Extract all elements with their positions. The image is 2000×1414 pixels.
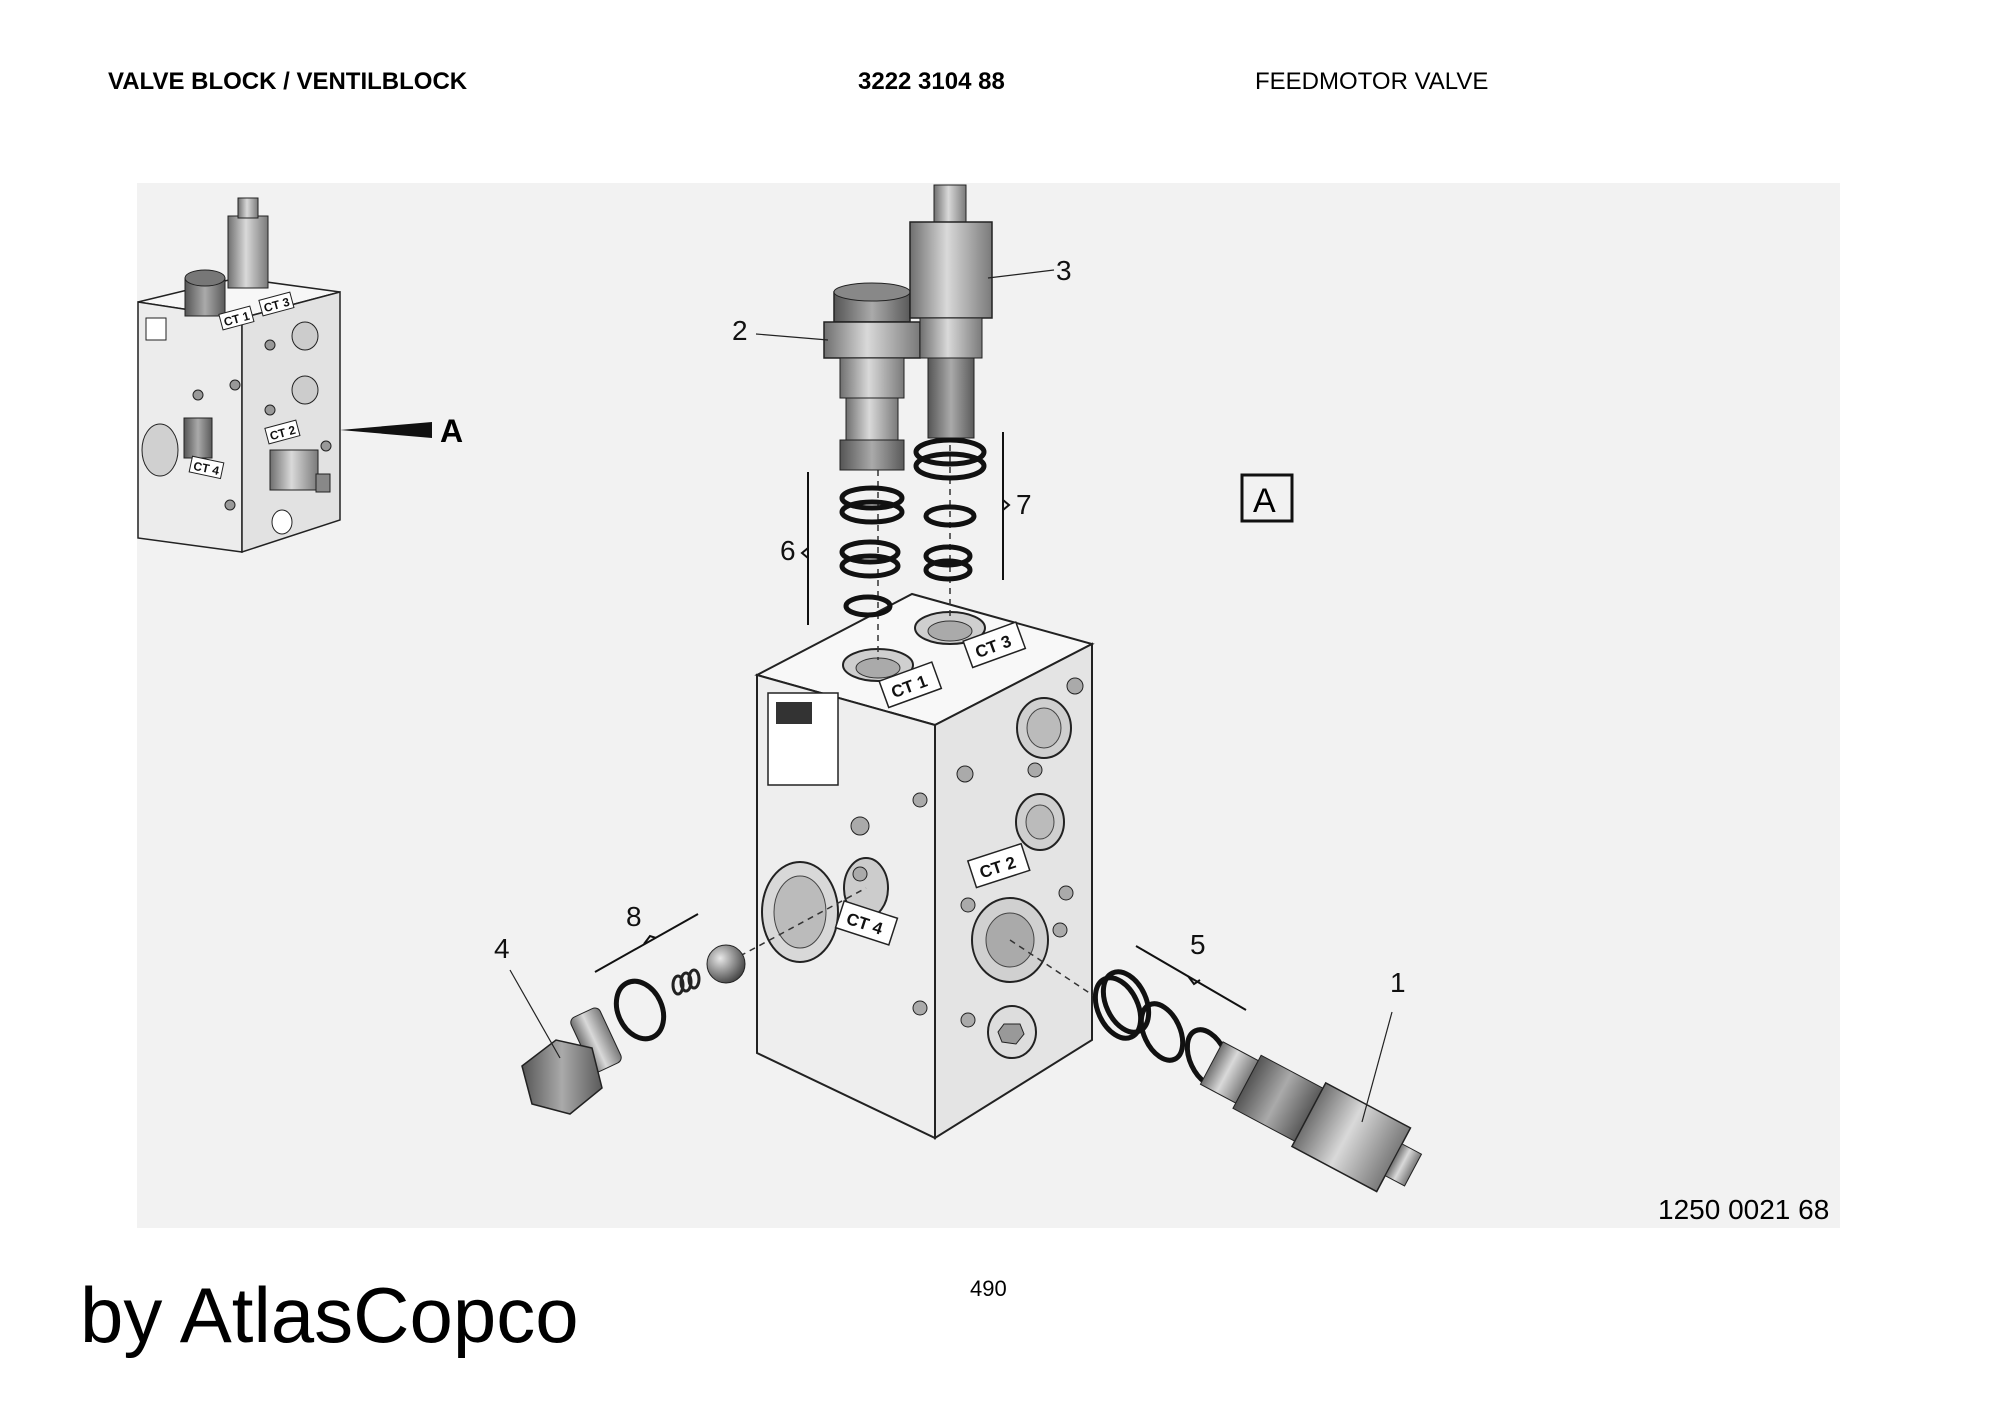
callout-8: 8 bbox=[626, 901, 642, 932]
page-number: 490 bbox=[970, 1276, 1007, 1301]
callout-6: 6 bbox=[780, 535, 796, 566]
drawing-number: 1250 0021 68 bbox=[1658, 1194, 1830, 1225]
inset-label-ct1: CT 1 bbox=[222, 309, 251, 329]
part-4-plug bbox=[521, 1007, 622, 1115]
part-2-cartridge bbox=[823, 282, 921, 471]
part-description: FEEDMOTOR VALVE bbox=[1255, 68, 1489, 95]
view-marker-label: A bbox=[1253, 482, 1276, 520]
main-valve-block: CT 1 CT 3 CT 2 CT 4 bbox=[754, 592, 1095, 1140]
part-6-seal-kit bbox=[839, 485, 905, 618]
callout-5: 5 bbox=[1190, 929, 1206, 960]
inset-valve-block: CT 1 CT 3 CT 2 CT 4 bbox=[137, 197, 341, 554]
callout-7: 7 bbox=[1016, 489, 1032, 520]
part-number: 3222 3104 88 bbox=[858, 68, 1005, 95]
view-arrow-icon bbox=[340, 422, 432, 438]
inset-view-label: A bbox=[440, 413, 463, 449]
view-marker-box bbox=[1240, 473, 1294, 523]
part-7-seal-kit bbox=[913, 437, 987, 582]
brand-caption: by AtlasCopco bbox=[80, 1271, 579, 1359]
inset-label-ct2: CT 2 bbox=[268, 423, 297, 443]
inset-label-ct4: CT 4 bbox=[192, 459, 221, 478]
callout-1: 1 bbox=[1390, 967, 1406, 998]
callout-2: 2 bbox=[732, 315, 748, 346]
part-8-check-kit bbox=[613, 944, 746, 1042]
part-1-cartridge bbox=[1199, 1041, 1423, 1193]
inset-label-ct3: CT 3 bbox=[262, 295, 291, 315]
part-3-cartridge bbox=[909, 184, 993, 439]
callout-4: 4 bbox=[494, 933, 510, 964]
document-title: VALVE BLOCK / VENTILBLOCK bbox=[108, 68, 468, 95]
callout-3: 3 bbox=[1056, 255, 1072, 286]
